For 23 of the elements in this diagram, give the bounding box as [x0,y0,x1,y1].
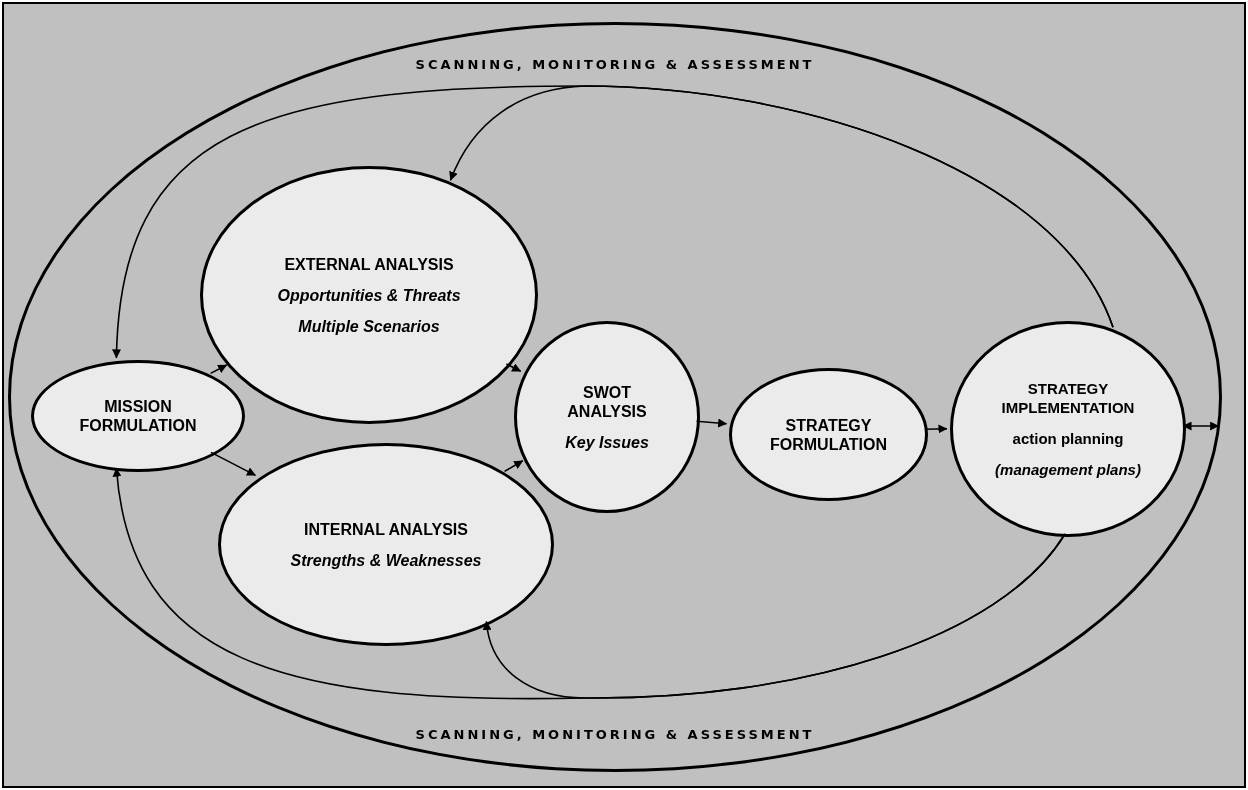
arrow [209,364,228,375]
arrow [505,363,522,373]
arrow [695,418,728,428]
double-arrow [1182,421,1220,431]
arrow [112,85,1114,359]
band-label: SCANNING, MONITORING & ASSESSMENT [415,57,815,73]
arrow [924,424,948,434]
node-subtitle: Key Issues [565,432,649,452]
node-subtitle: Strengths & Weaknesses [290,550,482,570]
node-subtitle: Opportunities & Threats [277,285,461,305]
band-label: SCANNING, MONITORING & ASSESSMENT [415,727,815,743]
node-title: INTERNAL ANALYSIS [304,519,468,539]
node-subtitle: action planning [1012,429,1124,448]
arrow [503,460,524,473]
arrow [210,451,257,477]
node-subtitle: (management plans) [995,460,1141,479]
node-title: SWOT ANALYSIS [566,382,648,421]
node-title: STRATEGY IMPLEMENTATION [1000,379,1136,417]
arrow [113,467,1066,700]
node-title: MISSION FORMULATION [78,397,198,435]
node-subtitle: Multiple Scenarios [298,316,440,336]
node-title: STRATEGY FORMULATION [769,415,888,454]
node-title: EXTERNAL ANALYSIS [284,254,454,274]
